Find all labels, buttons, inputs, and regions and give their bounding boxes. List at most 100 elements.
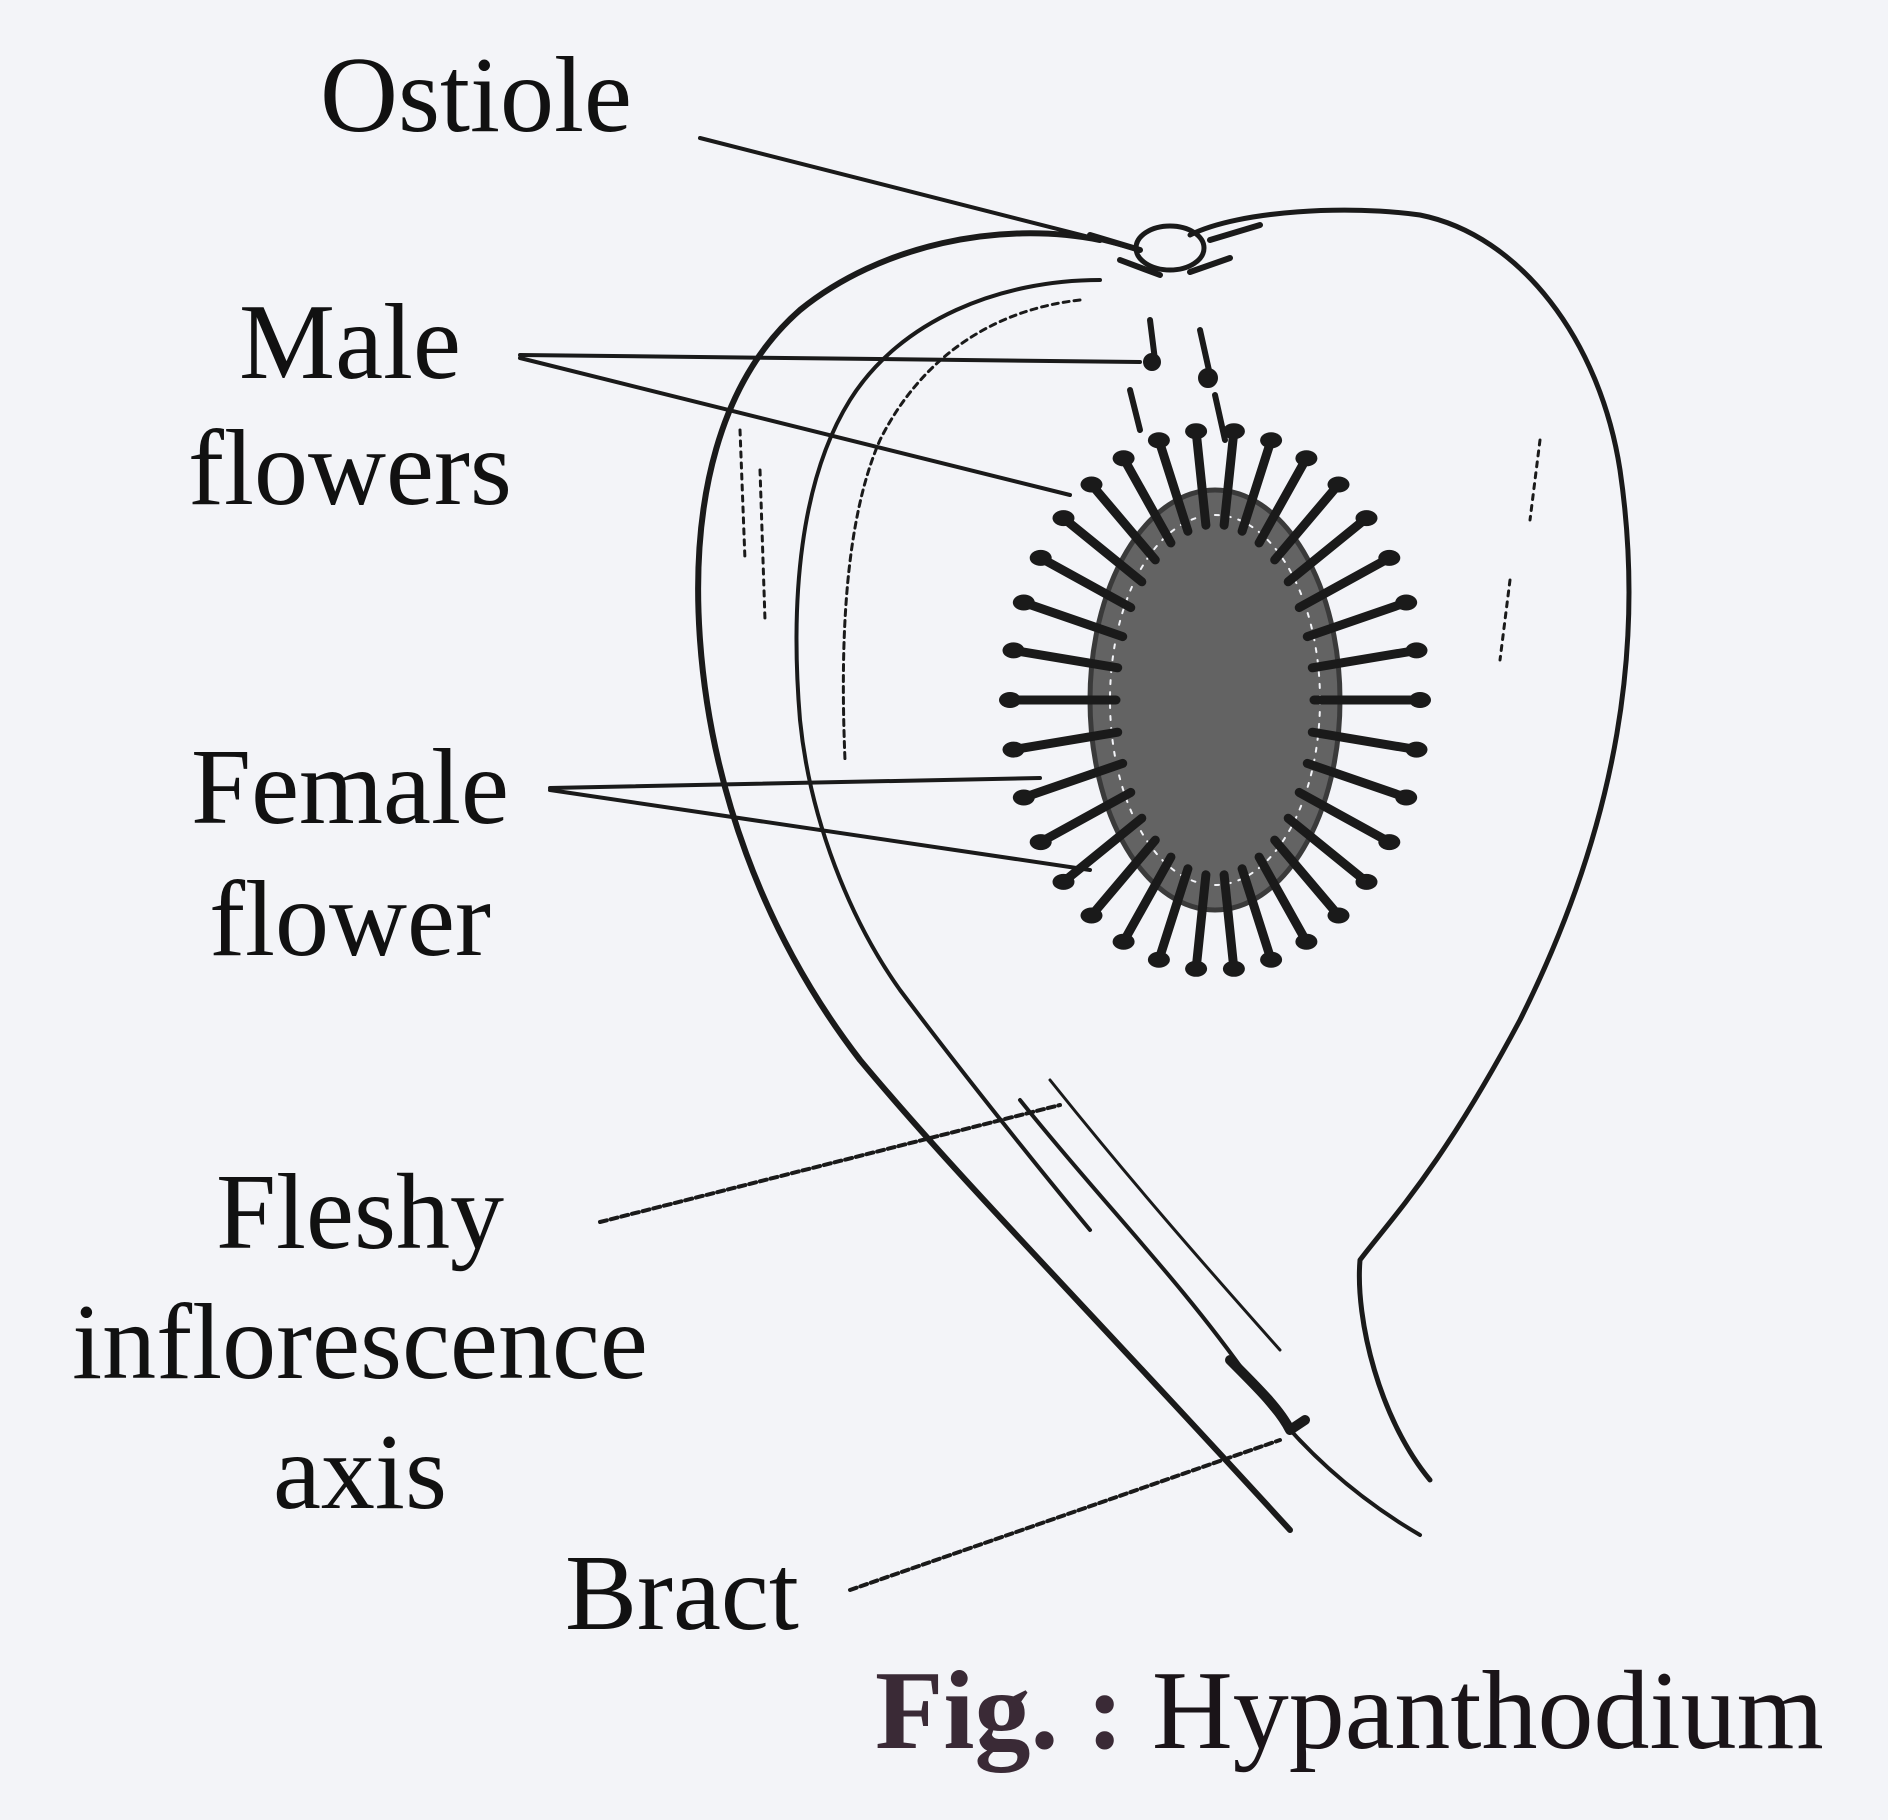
label-male-line2: flowers (188, 409, 512, 528)
female-flower-spoke (1302, 598, 1411, 642)
female-flower-spoke (1191, 426, 1211, 530)
female-flower-stigma (1002, 741, 1025, 758)
female-flower-stigma (1147, 432, 1170, 449)
female-flower-stigma (1260, 951, 1283, 968)
female-flower-spoke (1087, 480, 1160, 565)
female-flower-stigma (1002, 642, 1025, 659)
leader-ostiole (698, 136, 1142, 252)
leader-male-1 (518, 353, 1142, 364)
female-flower-stigma (1395, 789, 1418, 806)
female-flower-spoke (1019, 758, 1128, 802)
female-flower-spoke (1283, 513, 1371, 587)
bract (1225, 1355, 1310, 1435)
female-flower-stigma (1029, 549, 1052, 566)
female-flower-spoke (1087, 835, 1160, 920)
female-flower-stigma (1112, 933, 1135, 950)
female-flower-stigma (1012, 594, 1035, 611)
female-flower-spoke (1191, 870, 1211, 974)
female-flower-spoke (1254, 852, 1311, 947)
label-male-flowers: Male flowers (160, 280, 540, 532)
female-flower-spoke (1219, 426, 1239, 530)
female-flower-spoke (1019, 598, 1128, 642)
label-female-line2: flower (209, 860, 491, 979)
female-flower-spoke (1270, 480, 1343, 565)
label-bract-text: Bract (565, 1534, 799, 1653)
wall-texture (738, 428, 1542, 662)
leader-bract (848, 1438, 1282, 1592)
female-flower-stigma (1327, 907, 1350, 924)
female-flower-stigma (1112, 450, 1135, 467)
female-flower-spoke (1059, 513, 1147, 587)
female-flower-stigma (1012, 789, 1035, 806)
female-flower-spoke (1237, 864, 1276, 965)
label-fleshy-line1: Fleshy (215, 1153, 505, 1272)
female-flower-spoke (1307, 645, 1421, 673)
ostiole-pore (1133, 223, 1207, 273)
label-male-line1: Male (239, 283, 461, 402)
female-flower-spoke (1307, 727, 1421, 755)
receptacle-inner-wall-2 (841, 298, 1082, 762)
female-flower-spoke (1294, 787, 1394, 847)
female-flower-stigma (1052, 873, 1075, 890)
leader-female-2 (548, 788, 1092, 872)
female-flower-spoke (1154, 435, 1193, 536)
male-flowers (1127, 317, 1228, 443)
female-flower-stigma (1080, 476, 1103, 493)
figure-caption: Fig. : Hypanthodium (875, 1655, 1824, 1767)
female-flower-spoke (1254, 453, 1311, 548)
female-flower-spoke (1219, 870, 1239, 974)
female-flower-spoke (1237, 435, 1276, 536)
female-flower-stigma (1260, 432, 1283, 449)
female-flower-stigma (1327, 476, 1350, 493)
receptacle-inner-wall (794, 278, 1102, 1232)
female-flower-stigma (1222, 960, 1245, 977)
female-flower-spoke (1059, 813, 1147, 887)
leader-male-2 (518, 356, 1072, 497)
label-bract: Bract (565, 1540, 799, 1648)
leader-female-1 (548, 776, 1042, 790)
leader-fleshy (598, 1103, 1062, 1224)
female-flower-spoke (1036, 787, 1136, 847)
label-ostiole-text: Ostiole (320, 36, 632, 155)
female-flower-stigma (1222, 423, 1245, 440)
female-flower-cluster (999, 423, 1431, 977)
female-flower-spoke (1119, 852, 1176, 947)
female-flower-spoke (1154, 864, 1193, 965)
female-flower-stigma (1355, 873, 1378, 890)
female-flower-stigma (1185, 960, 1208, 977)
female-flower-stigma (1295, 450, 1318, 467)
leader-lines (518, 136, 1282, 1592)
female-flower-stigma (1147, 951, 1170, 968)
female-flower-stigma (1029, 834, 1052, 851)
female-flower-stigma (1185, 423, 1208, 440)
caption-prefix: Fig. : (875, 1649, 1124, 1773)
label-female-flower: Female flower (160, 722, 540, 986)
female-flower-spoke (1270, 835, 1343, 920)
female-flower-spoke (1009, 645, 1123, 673)
female-flower-stigma (1295, 933, 1318, 950)
label-fleshy-axis: Fleshy inflorescence axis (10, 1148, 710, 1538)
label-female-line1: Female (191, 728, 509, 847)
female-flower-stigma (1355, 510, 1378, 527)
female-flower-stigma (1405, 741, 1428, 758)
female-flower-stigma (1052, 510, 1075, 527)
female-flower-spoke (1283, 813, 1371, 887)
female-flower-stigma (1409, 692, 1431, 708)
label-ostiole: Ostiole (320, 42, 632, 150)
receptacle-outline (1187, 207, 1632, 1483)
female-flower-stigma (1395, 594, 1418, 611)
receptacle-outline-left (695, 230, 1293, 1533)
female-flower-stigma (1080, 907, 1103, 924)
female-flower-spoke (1009, 727, 1123, 755)
caption-title: Hypanthodium (1151, 1649, 1824, 1773)
female-flower-stigma (1405, 642, 1428, 659)
female-flower-spoke (1119, 453, 1176, 548)
female-flower-spoke (1294, 553, 1394, 613)
label-fleshy-line3: axis (273, 1413, 447, 1532)
label-fleshy-line2: inflorescence (72, 1283, 648, 1402)
female-flower-spoke (1036, 553, 1136, 613)
female-flower-stigma (999, 692, 1021, 708)
female-flower-spoke (1302, 758, 1411, 802)
